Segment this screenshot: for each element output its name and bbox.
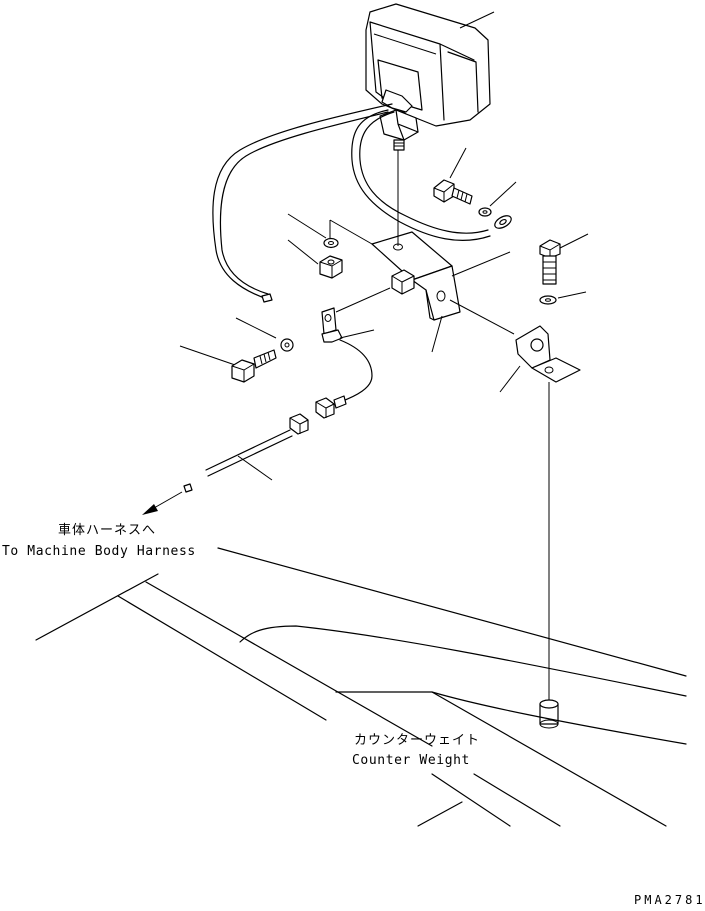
harness-label-en: To Machine Body Harness xyxy=(2,544,196,559)
lower-bracket xyxy=(431,251,581,393)
spacer xyxy=(539,382,559,729)
counterweight-label-en: Counter Weight xyxy=(352,753,470,768)
counterweight-label-jp: カウンターウェイト xyxy=(354,733,480,748)
lamp-cable xyxy=(212,103,393,303)
drawing-code: PMA2781 xyxy=(634,893,705,906)
bolt-left xyxy=(231,338,294,383)
lamp-mount xyxy=(379,89,419,151)
harness-label-jp: 車体ハーネスへ xyxy=(58,523,156,538)
ground-wire xyxy=(351,109,512,242)
harness-arrow xyxy=(142,491,183,515)
washer-nut-left xyxy=(287,213,343,279)
bolt-upper xyxy=(433,147,517,217)
cable-clamp xyxy=(179,287,391,367)
harness-connector xyxy=(183,339,373,493)
bolt-right xyxy=(539,233,589,305)
counterweight-body xyxy=(35,547,687,827)
main-bracket xyxy=(329,150,461,321)
